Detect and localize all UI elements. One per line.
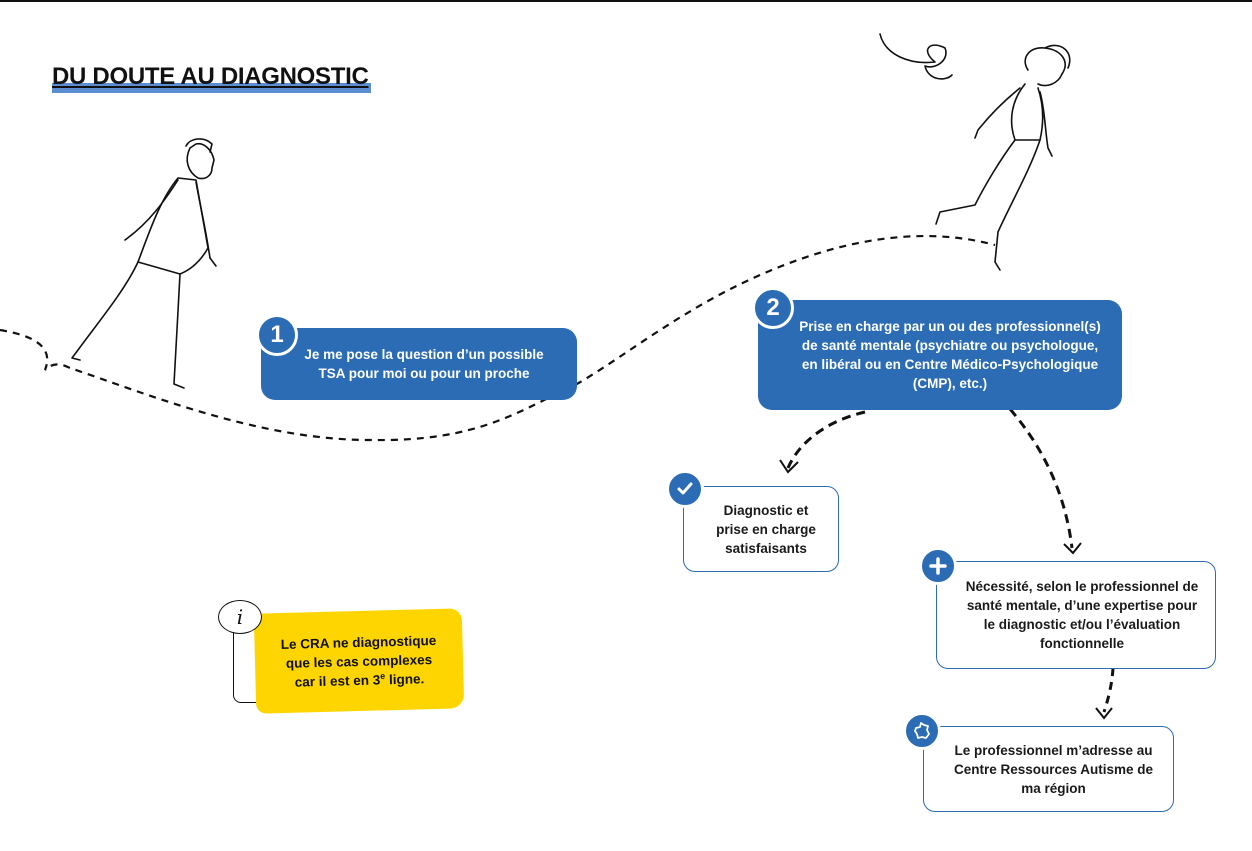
step-2-text: Prise en charge par un ou des profession…	[799, 319, 1101, 391]
page-title: DU DOUTE AU DIAGNOSTIC	[52, 63, 369, 90]
arrow-to-cra	[1102, 667, 1115, 713]
walking-man-illustration	[71, 138, 217, 389]
cra-note-text-end: ligne.	[385, 670, 425, 687]
step-1-box: Je me pose la question d’un possible TSA…	[261, 328, 577, 400]
title-block: DU DOUTE AU DIAGNOSTIC	[52, 63, 371, 93]
arrowhead-cra	[1095, 707, 1113, 720]
check-icon	[666, 470, 704, 508]
arrow-to-expertise	[998, 396, 1074, 549]
outcome-expertise-text: Nécessité, selon le professionnel de san…	[965, 579, 1199, 651]
arrowhead-expertise	[1063, 542, 1082, 555]
plus-icon	[919, 547, 957, 585]
step-1-badge: 1	[256, 314, 298, 356]
outcome-satisfied-box: Diagnostic et prise en charge satisfaisa…	[683, 486, 839, 572]
journey-path	[0, 234, 996, 442]
cra-note: Le CRA ne diagnostique que les cas compl…	[253, 608, 465, 714]
step-1-text: Je me pose la question d’un possible TSA…	[304, 347, 544, 381]
step-2-box: Prise en charge par un ou des profession…	[758, 300, 1122, 410]
title-highlight	[52, 83, 371, 93]
france-map-icon	[903, 712, 941, 750]
arrowhead-satisfied	[779, 459, 799, 474]
step-2-badge: 2	[752, 287, 794, 329]
info-icon-glyph: i	[236, 605, 244, 629]
step-2-number: 2	[766, 294, 780, 321]
cra-note-text: Le CRA ne diagnostique que les cas compl…	[273, 630, 444, 691]
jumping-woman-illustration	[879, 33, 1071, 271]
top-border	[0, 0, 1252, 2]
outcome-cra-text: Le professionnel m’adresse au Centre Res…	[953, 742, 1154, 796]
info-icon: i	[218, 600, 262, 634]
outcome-expertise-box: Nécessité, selon le professionnel de san…	[936, 561, 1216, 669]
outcome-cra-box: Le professionnel m’adresse au Centre Res…	[923, 726, 1174, 812]
step-1-number: 1	[270, 321, 284, 348]
arrow-to-satisfied	[786, 410, 866, 469]
outcome-satisfied-text: Diagnostic et prise en charge satisfaisa…	[716, 502, 816, 556]
